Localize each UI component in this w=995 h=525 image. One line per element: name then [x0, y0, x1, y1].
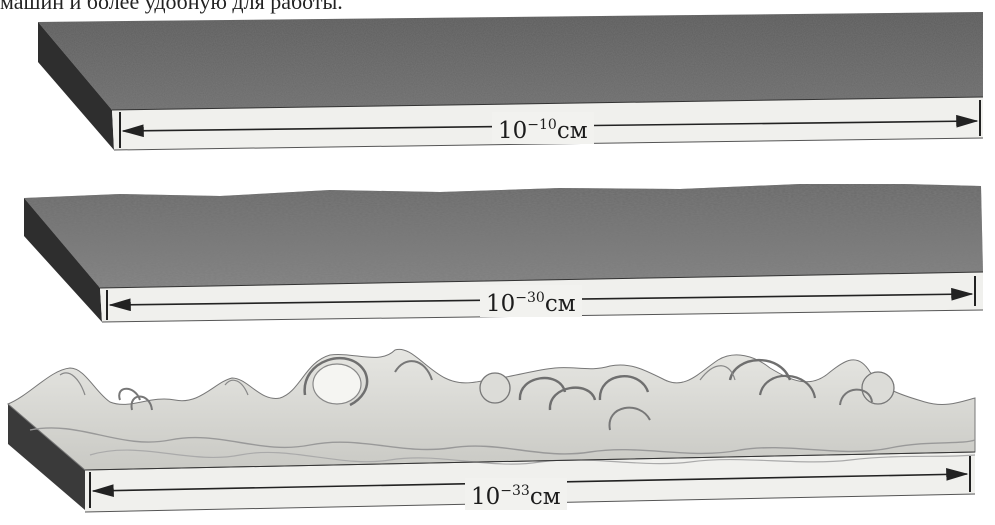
scale-base: 10 — [486, 291, 515, 317]
scale-exponent: −33 — [500, 483, 530, 499]
scale-exponent: −30 — [515, 290, 545, 306]
scale-label-1e-10: 10−10см — [492, 112, 594, 144]
scale-unit: см — [557, 118, 588, 144]
scale-label-1e-33: 10−33см — [465, 478, 567, 510]
scale-exponent: −10 — [527, 117, 557, 133]
scale-base: 10 — [498, 118, 527, 144]
scale-label-1e-30: 10−30см — [480, 285, 582, 317]
scale-base: 10 — [471, 484, 500, 510]
scale-unit: см — [545, 291, 576, 317]
scale-unit: см — [530, 484, 561, 510]
